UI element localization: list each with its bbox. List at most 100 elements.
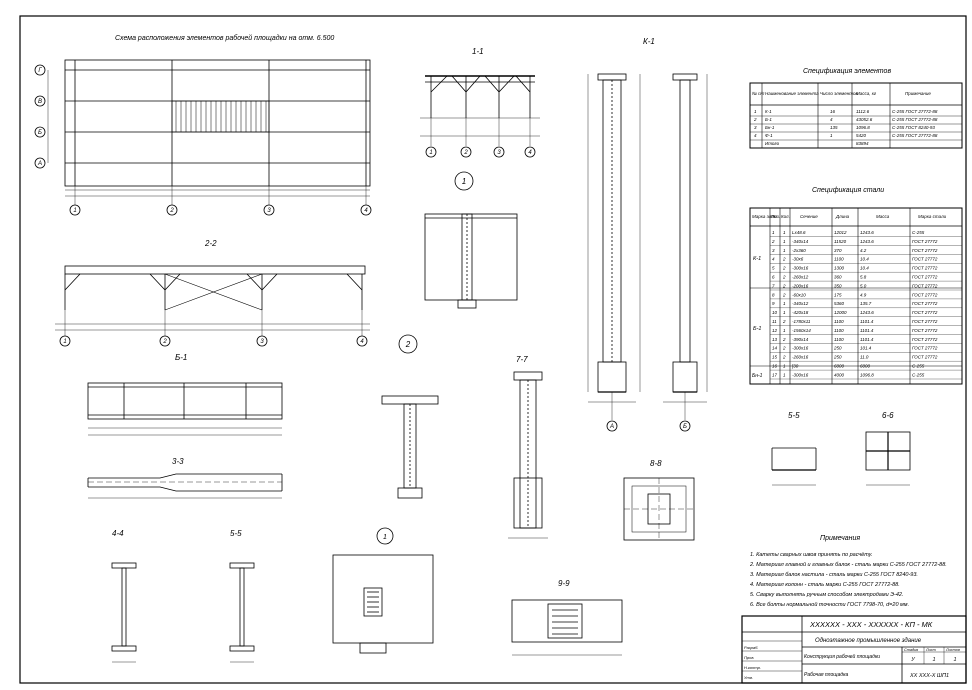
tb-row-label: Пров. xyxy=(744,655,755,660)
spec-steel-cell: ГОСТ 27772 xyxy=(912,319,938,324)
axis-label: 3 xyxy=(260,339,264,345)
tb-drawing-title: Конструкция рабочей площадки xyxy=(804,653,880,660)
spec-steel-cell: 4.9 xyxy=(860,292,867,297)
spec-steel-cell: 5.0 xyxy=(860,283,867,288)
spec-steel-cell: 15 xyxy=(772,355,778,360)
section-6-6: 6-6 xyxy=(865,411,911,486)
beam-b1-title: Б-1 xyxy=(175,353,187,362)
axis-marker-col xyxy=(263,204,275,216)
section-7-7-title: 7-7 xyxy=(516,355,528,364)
spec-steel-cell: 7 xyxy=(772,283,775,288)
spec-steel-cell: 1101.4 xyxy=(860,337,874,342)
spec-el-cell: 1112.6 xyxy=(856,109,870,114)
note-line: 3. Материал балок настила - сталь марки … xyxy=(750,572,918,578)
spec-steel-cell: -390х14 xyxy=(792,337,809,342)
spec-steel-cell: 2 xyxy=(782,319,786,324)
spec-steel-cell: -340х14 xyxy=(792,239,809,244)
spec-steel-cell: -300х16 xyxy=(792,266,809,271)
spec-steel-cell: 1 xyxy=(783,239,786,244)
spec-el-cell: 1096.8 xyxy=(856,125,870,130)
spec-steel-cell: ГОСТ 27772 xyxy=(912,310,938,315)
spec-steel-cell: 14 xyxy=(772,346,778,351)
spec-steel-cell: ГОСТ 27772 xyxy=(912,248,938,253)
spec-steel-cell: -60х10 xyxy=(792,292,806,297)
spec-el-cell: Итого xyxy=(765,141,780,146)
spec-steel-cell: ГОСТ 27772 xyxy=(912,283,938,288)
spec-steel-cell: 101.4 xyxy=(860,346,872,351)
spec-elements-title: Спецификация элементов xyxy=(803,68,891,75)
column-k1: К-1 А Б xyxy=(587,37,708,432)
axis-label: 4 xyxy=(360,339,364,345)
spec-steel-cell: -260х16 xyxy=(792,355,809,360)
node-1: 1 xyxy=(424,171,518,309)
note-line: 2. Материал главной и главных балок - ст… xyxy=(749,561,947,568)
plan-title: Схема расположения элементов рабочей пло… xyxy=(115,34,334,42)
spec-elements-table: Спецификация элементов № п/п Наименовани… xyxy=(749,68,963,149)
axis-label: Б xyxy=(683,424,687,430)
spec-steel-header: Марка стали xyxy=(918,214,947,219)
tb-sheet: 1 xyxy=(932,657,935,663)
spec-steel-cell: 175 xyxy=(834,292,842,297)
spec-steel-cell: 3 xyxy=(772,248,775,253)
spec-steel-cell: 1 xyxy=(783,230,786,235)
spec-steel-cell: 2 xyxy=(782,257,786,262)
spec-steel-cell: 2 xyxy=(782,337,786,342)
spec-el-cell: 83894 xyxy=(856,141,869,146)
spec-steel-cell: 360 xyxy=(834,275,842,280)
spec-el-cell: Бн-1 xyxy=(765,125,775,130)
axis-label: 1 xyxy=(429,150,432,156)
spec-el-cell: К-1 xyxy=(765,109,772,114)
section-3-3-title: 3-3 xyxy=(172,457,184,466)
spec-steel-cell: 1101.4 xyxy=(860,328,874,333)
notes: Примечания 1. Катеты сварных швов принят… xyxy=(749,535,947,608)
spec-steel-cell: 2 xyxy=(782,346,786,351)
notes-title: Примечания xyxy=(820,535,860,542)
spec-el-cell: 1 xyxy=(830,133,833,138)
spec-steel-cell: 1300 xyxy=(834,266,845,271)
spec-el-cell: 2 xyxy=(753,117,757,122)
axis-marker-col xyxy=(360,204,372,216)
tb-code: ХХХХХХ - ХХХ - ХХХХХХ - КП - МК xyxy=(809,620,933,629)
node-2-label: 2 xyxy=(405,340,411,349)
axis-label: Г xyxy=(38,68,42,74)
spec-el-cell: Б-1 xyxy=(765,117,772,122)
spec-steel-cell: 1 xyxy=(772,230,775,235)
spec-steel-cell: 370 xyxy=(834,248,842,253)
spec-el-header: Масса, кг xyxy=(856,91,877,96)
spec-el-cell: 16 xyxy=(830,109,836,114)
node-1-bottom: 1 xyxy=(332,527,434,654)
axis-marker-row xyxy=(34,157,46,169)
tb-row-label: Утв. xyxy=(744,675,753,680)
spec-steel-cell: ГОСТ 27772 xyxy=(912,239,938,244)
tb-sheet-label: Лист xyxy=(925,648,936,652)
spec-el-cell: С-255 ГОСТ 27772-88 xyxy=(892,117,938,122)
section-5-5-title: 5-5 xyxy=(230,529,242,538)
spec-steel-cell: 9 xyxy=(772,301,775,306)
spec-steel-cell: 250 xyxy=(833,346,842,351)
title-block: ХХХХХХ - ХХХ - ХХХХХХ - КП - МК Одноэтаж… xyxy=(741,615,967,684)
axis-label: А xyxy=(609,424,614,430)
section-5-5: 5-5 xyxy=(229,529,255,663)
spec-steel-cell: 1 xyxy=(783,248,786,253)
section-8-8: 8-8 xyxy=(623,459,695,541)
tb-org: ХХ ХХХ-Х ШП1 xyxy=(909,673,949,679)
spec-steel-header: Кол. xyxy=(781,214,790,219)
spec-steel-cell: ГОСТ 27772 xyxy=(912,257,938,262)
axis-label: В xyxy=(38,99,42,105)
spec-steel-cell: ГОСТ 27772 xyxy=(912,301,938,306)
section-9-9-title: 9-9 xyxy=(558,579,570,588)
axis-label: 1 xyxy=(63,339,66,345)
spec-steel-cell: 17 xyxy=(772,372,778,377)
node-1b-label: 1 xyxy=(383,534,387,541)
spec-steel-cell: 13 xyxy=(772,337,778,342)
spec-steel-cell: 1 xyxy=(783,364,786,369)
axis-label: 1 xyxy=(73,208,76,214)
spec-steel-cell: 1 xyxy=(783,372,786,377)
section-5-5-right: 5-5 xyxy=(771,411,817,486)
section-4-4-title: 4-4 xyxy=(112,529,124,538)
spec-el-header: Наименование элемента xyxy=(765,91,819,96)
spec-steel-header: Поз. xyxy=(771,214,780,219)
section-3-3: 3-3 xyxy=(87,457,283,499)
spec-steel-title: Спецификация стали xyxy=(812,187,884,194)
spec-steel-cell: 5 xyxy=(772,266,775,271)
